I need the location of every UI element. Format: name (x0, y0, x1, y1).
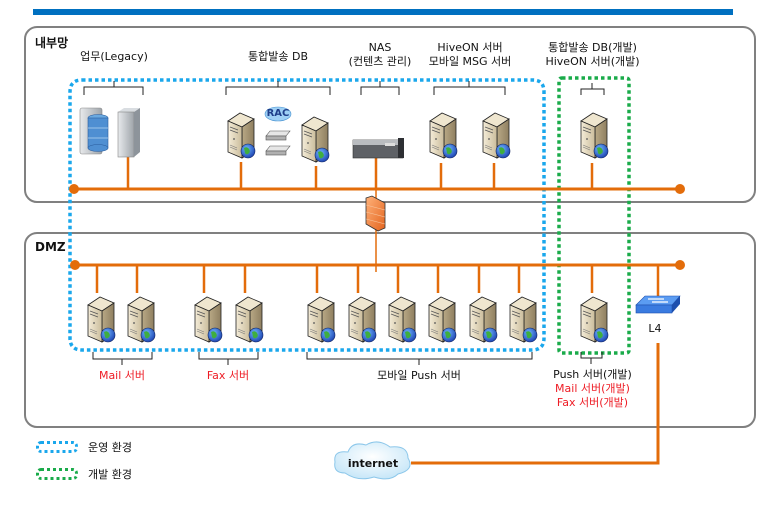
push-server-icon (307, 296, 336, 343)
label-line: Push 서버(개발) (553, 368, 632, 381)
dev-dmz-group-label: Push 서버(개발) Mail 서버(개발) Fax 서버(개발) (540, 368, 645, 410)
dmz-group-braces (92, 352, 603, 365)
integrated-db-server-icon (301, 116, 330, 163)
hiveon-server-icon (429, 112, 458, 159)
firewall-icon (365, 195, 386, 232)
push-server-icon (388, 296, 417, 343)
dev-db-server-icon (580, 112, 609, 159)
fax-server-icon (194, 296, 223, 343)
label-line: HiveON 서버 (437, 41, 503, 54)
legend-item-development: 개발 환경 (36, 466, 132, 482)
label-line: Fax 서버(개발) (556, 396, 629, 409)
hiveon-group-label: HiveON 서버 모바일 MSG 서버 (420, 41, 520, 69)
legend-label: 개발 환경 (88, 468, 132, 481)
label-line: 통합발송 DB (248, 50, 308, 63)
integrated-db-group-label: 통합발송 DB (228, 50, 328, 64)
label-line: (컨텐츠 관리) (348, 55, 412, 68)
internet-cloud-icon (334, 441, 411, 480)
mail-server-group-label: Mail 서버 (98, 369, 146, 382)
internal-group-braces (83, 81, 605, 95)
push-server-icon (428, 296, 457, 343)
label-line: HiveON 서버(개발) (545, 55, 640, 68)
nas-storage-icon (352, 138, 404, 159)
l4-label: L4 (648, 322, 662, 335)
l4-switch-icon (635, 295, 681, 314)
dev-db-group-label: 통합발송 DB(개발) HiveON 서버(개발) (535, 41, 650, 69)
rac-icon (264, 106, 292, 122)
integrated-db-server-icon (227, 112, 256, 159)
rac-label: RAC (266, 108, 290, 119)
push-server-icon (469, 296, 498, 343)
dmz-zone (24, 232, 756, 428)
legacy-group-label: 업무(Legacy) (72, 50, 156, 64)
internal-network-zone (24, 26, 756, 203)
legacy-server-icon (117, 108, 140, 158)
label-line: 업무(Legacy) (80, 50, 148, 63)
header-bar (33, 9, 733, 15)
fax-server-group-label: Fax 서버 (206, 369, 250, 382)
label-line: 통합발송 DB(개발) (548, 41, 637, 54)
nas-group-label: NAS (컨텐츠 관리) (340, 41, 420, 69)
legend-item-production: 운영 환경 (36, 439, 132, 455)
rac-switch-icon (265, 130, 291, 156)
push-server-icon (509, 296, 538, 343)
internal-drop-lines (126, 157, 594, 189)
label-line: 모바일 MSG 서버 (428, 55, 512, 68)
internet-uplink (411, 343, 660, 465)
mail-server-icon (127, 296, 156, 343)
dmz-drop-lines (95, 265, 660, 296)
dev-dmz-server-icon (580, 296, 609, 343)
internal-zone-label: 내부망 (35, 36, 69, 50)
legacy-db-server-icon (79, 107, 109, 155)
label-line: NAS (368, 41, 392, 54)
dmz-zone-label: DMZ (35, 240, 66, 254)
push-server-icon (348, 296, 377, 343)
internet-label: internet (347, 457, 399, 470)
dmz-network-backbone (70, 260, 685, 270)
label-line: Mail 서버(개발) (555, 382, 630, 395)
legend-label: 운영 환경 (88, 441, 132, 454)
production-environment-boundary (68, 78, 546, 352)
push-server-group-label: 모바일 Push 서버 (377, 369, 461, 382)
legend-swatch-development (36, 468, 78, 480)
legend-swatch-production (36, 441, 78, 453)
development-environment-boundary (557, 76, 631, 355)
fax-server-icon (235, 296, 264, 343)
hiveon-server-icon (482, 112, 511, 159)
mail-server-icon (87, 296, 116, 343)
